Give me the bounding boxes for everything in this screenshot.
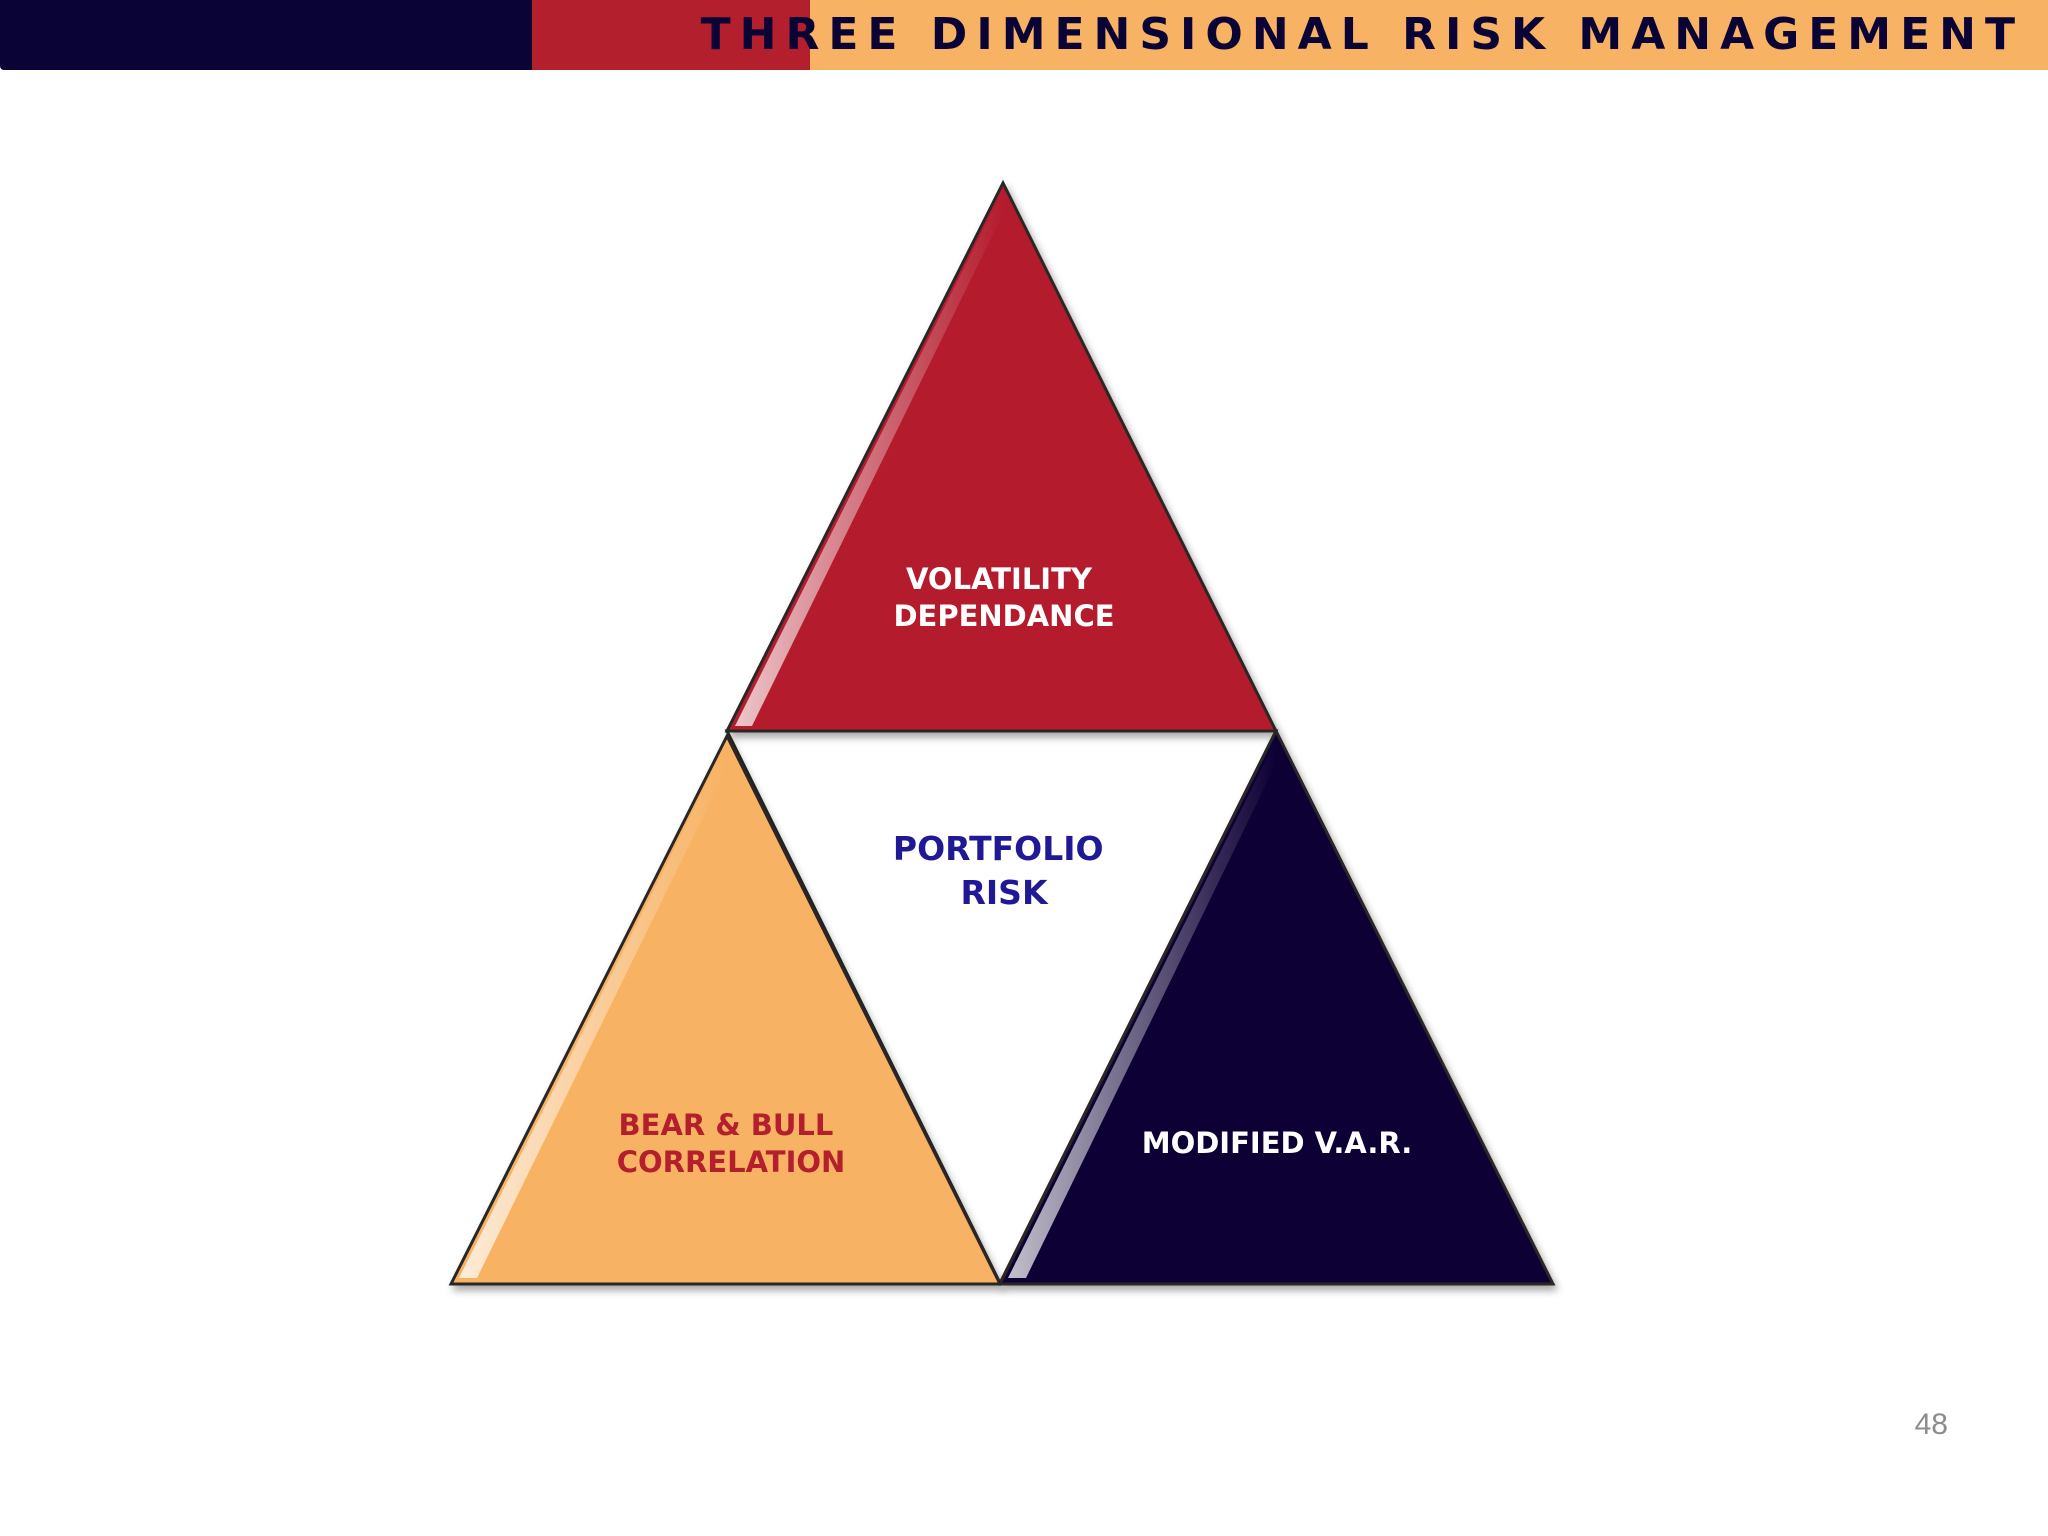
left-segment-label: BEAR & BULL CORRELATION [617,1108,846,1179]
header-band-navy [0,0,532,70]
right-segment [997,727,1556,1286]
center-segment-label: PORTFOLIO RISK [893,829,1115,912]
header-band-red [532,0,810,70]
left-label-line-1: BEAR & BULL [619,1108,834,1142]
header-band-orange [810,0,2048,70]
right-triangle [997,727,1556,1286]
center-label-line-2: RISK [960,873,1048,912]
left-label-line-2: CORRELATION [617,1145,846,1179]
page-number: 48 [1914,1408,1948,1441]
left-segment [448,732,1003,1286]
right-segment-label: MODIFIED V.A.R. [1142,1126,1413,1160]
header-band: THREE DIMENSIONAL RISK MANAGEMENT [0,0,2048,70]
top-label-line-1: VOLATILITY [906,562,1093,596]
top-segment [724,179,1279,733]
left-triangle [448,732,1003,1286]
top-label-line-2: DEPENDANCE [893,599,1114,633]
slide-title: THREE DIMENSIONAL RISK MANAGEMENT [700,9,2024,60]
top-triangle-gloss [735,190,1003,726]
right-label-line-1: MODIFIED V.A.R. [1142,1126,1413,1160]
top-segment-label: VOLATILITY DEPENDANCE [893,562,1114,633]
top-triangle [724,179,1279,733]
right-triangle-gloss [1008,740,1276,1278]
center-label-line-1: PORTFOLIO [893,829,1104,868]
left-triangle-gloss [459,744,727,1278]
